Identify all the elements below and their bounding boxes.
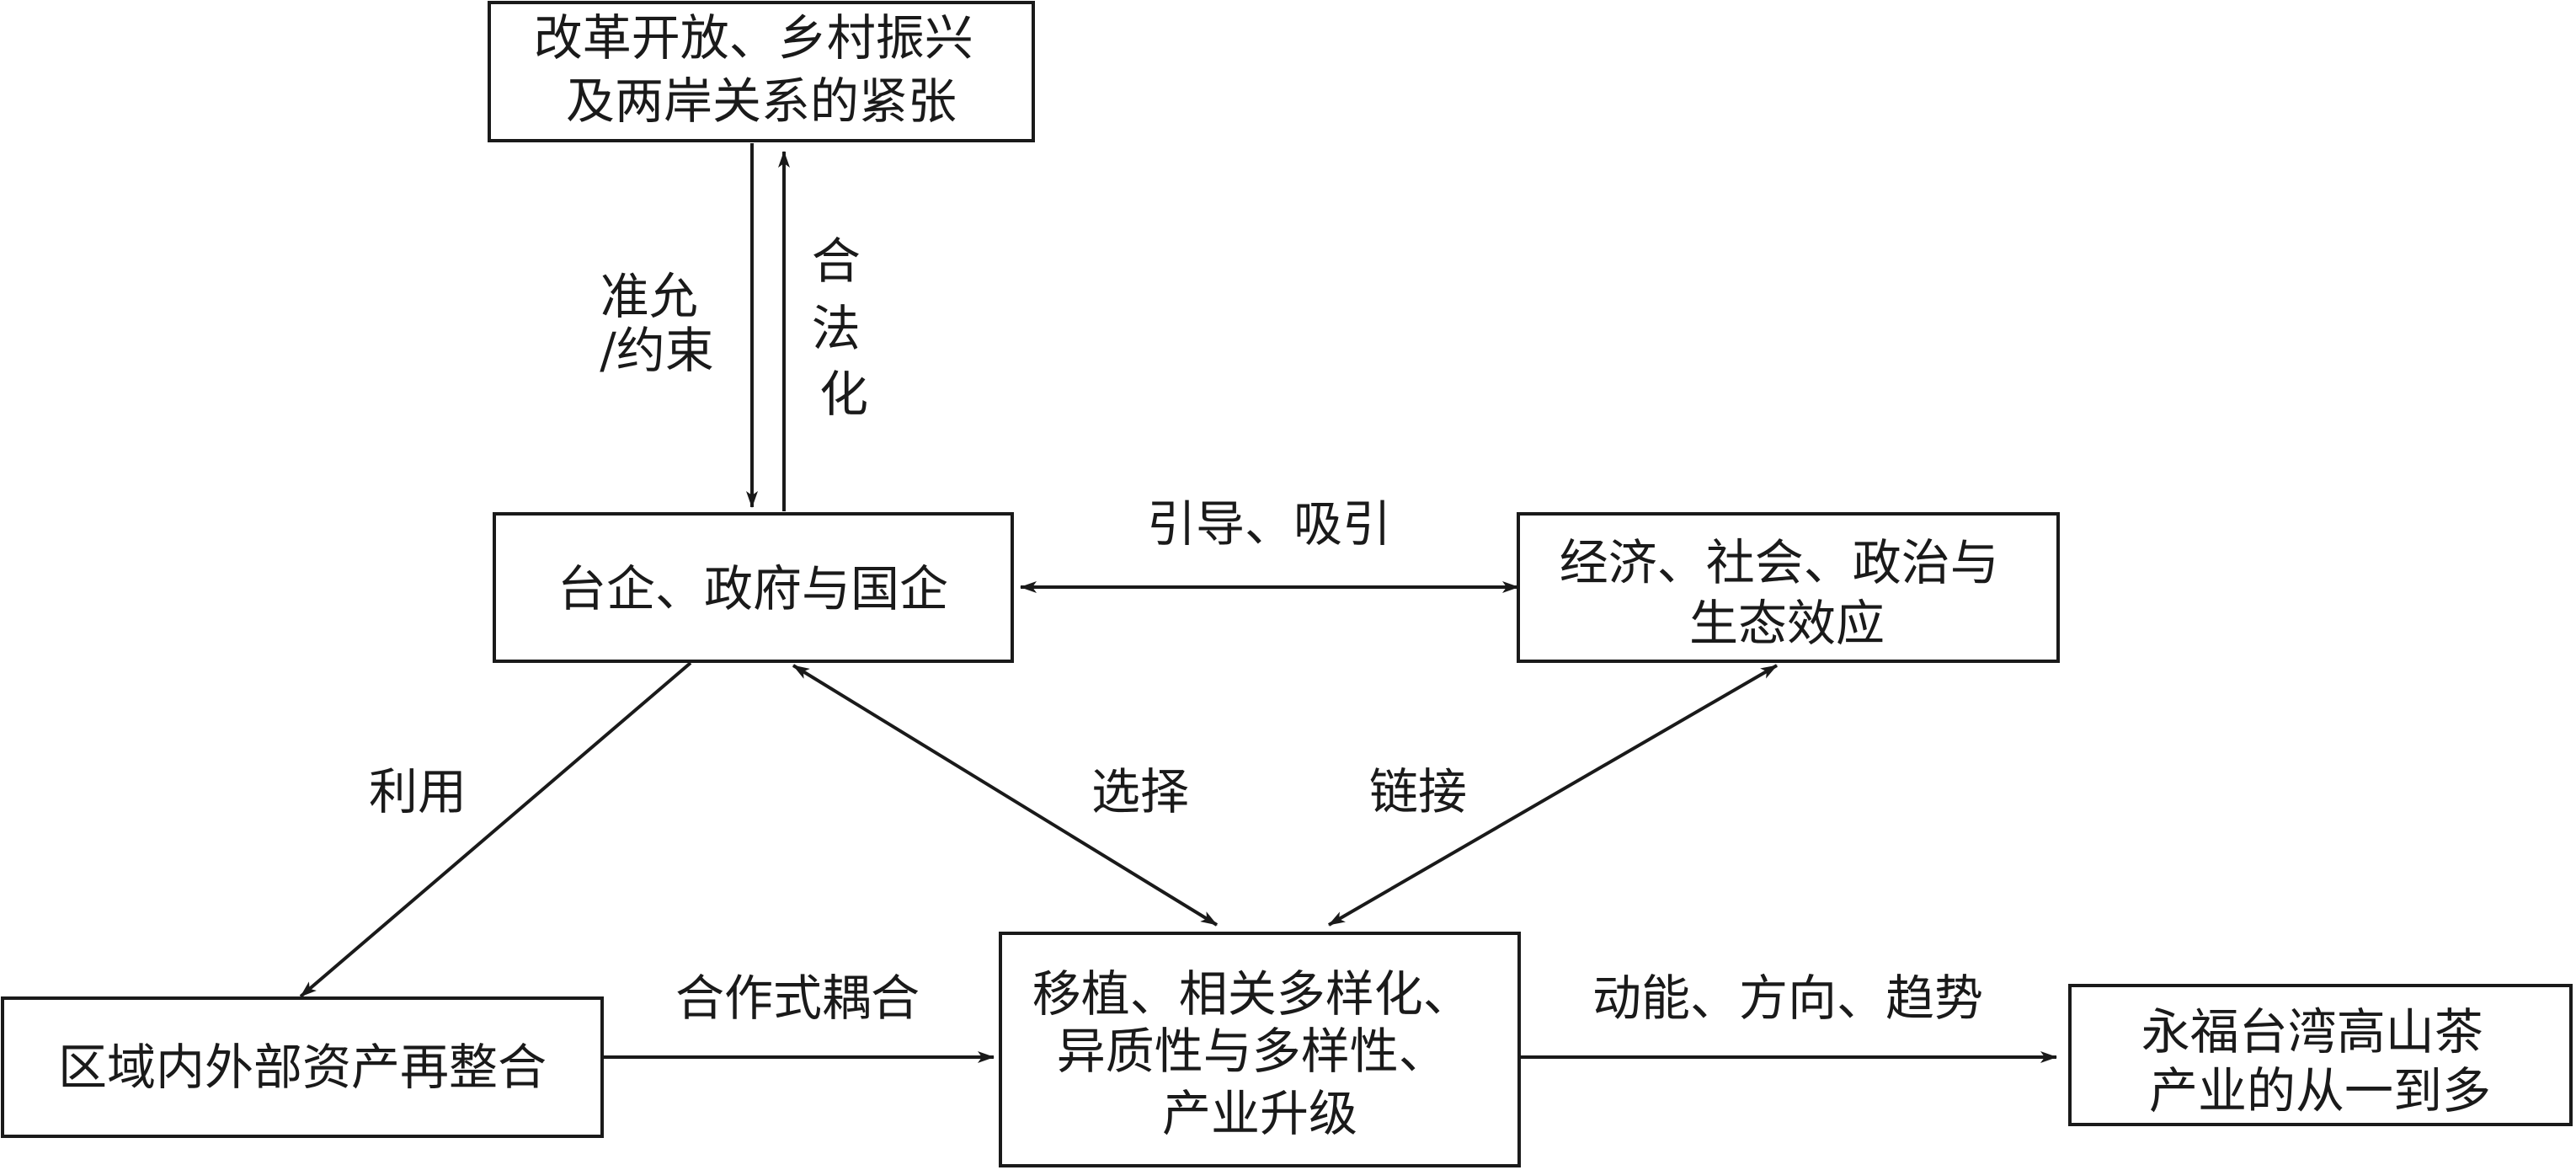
node-context-box [488, 1, 1035, 142]
node-effects-label: 经济、社会、政治与 生态效应 [1560, 534, 2014, 652]
node-outcome: 永福台湾高山茶 产业的从一到多 [2068, 984, 2573, 1126]
node-context-label: 改革开放、乡村振兴 及两岸关系的紧张 [534, 9, 989, 130]
node-actors-box [493, 512, 1014, 663]
label-effects-process: 链接 [1369, 763, 1467, 820]
edge-labels: 准允 /约束 合 法 化 引导、吸引 利用 选择 链接 合作式耦合 动能、方向、… [369, 232, 1983, 1027]
node-assets: 区域内外部资产再整合 [1, 996, 604, 1138]
edge-effects-process [1327, 664, 1779, 927]
edge-actors-process [792, 664, 1219, 927]
node-outcome-box [2068, 984, 2573, 1126]
node-actors: 台企、政府与国企 [493, 512, 1014, 663]
node-assets-box [1, 996, 604, 1138]
node-process-box [999, 932, 1521, 1167]
label-context-to-actors: 准允 /约束 [600, 268, 714, 379]
node-process-label: 移植、相关多样化、 异质性与多样性、 产业升级 [1032, 965, 1487, 1142]
label-actors-to-assets: 利用 [369, 763, 467, 820]
edges [299, 143, 2057, 1063]
node-assets-label: 区域内外部资产再整合 [58, 1039, 547, 1096]
node-process: 移植、相关多样化、 异质性与多样性、 产业升级 [999, 932, 1521, 1167]
node-outcome-label: 永福台湾高山茶 产业的从一到多 [2141, 1003, 2499, 1119]
edge-actors-to-assets [299, 661, 692, 998]
node-actors-label: 台企、政府与国企 [557, 560, 948, 617]
node-effects-box [1517, 512, 2060, 663]
label-process-to-outcome: 动能、方向、趋势 [1592, 970, 1983, 1027]
node-context: 改革开放、乡村振兴 及两岸关系的紧张 [488, 1, 1035, 142]
label-actors-to-context: 合 法 化 [812, 232, 876, 423]
label-assets-to-process: 合作式耦合 [675, 970, 920, 1027]
label-actors-process: 选择 [1091, 763, 1189, 820]
node-effects: 经济、社会、政治与 生态效应 [1517, 512, 2060, 663]
label-actors-effects: 引导、吸引 [1147, 495, 1391, 553]
